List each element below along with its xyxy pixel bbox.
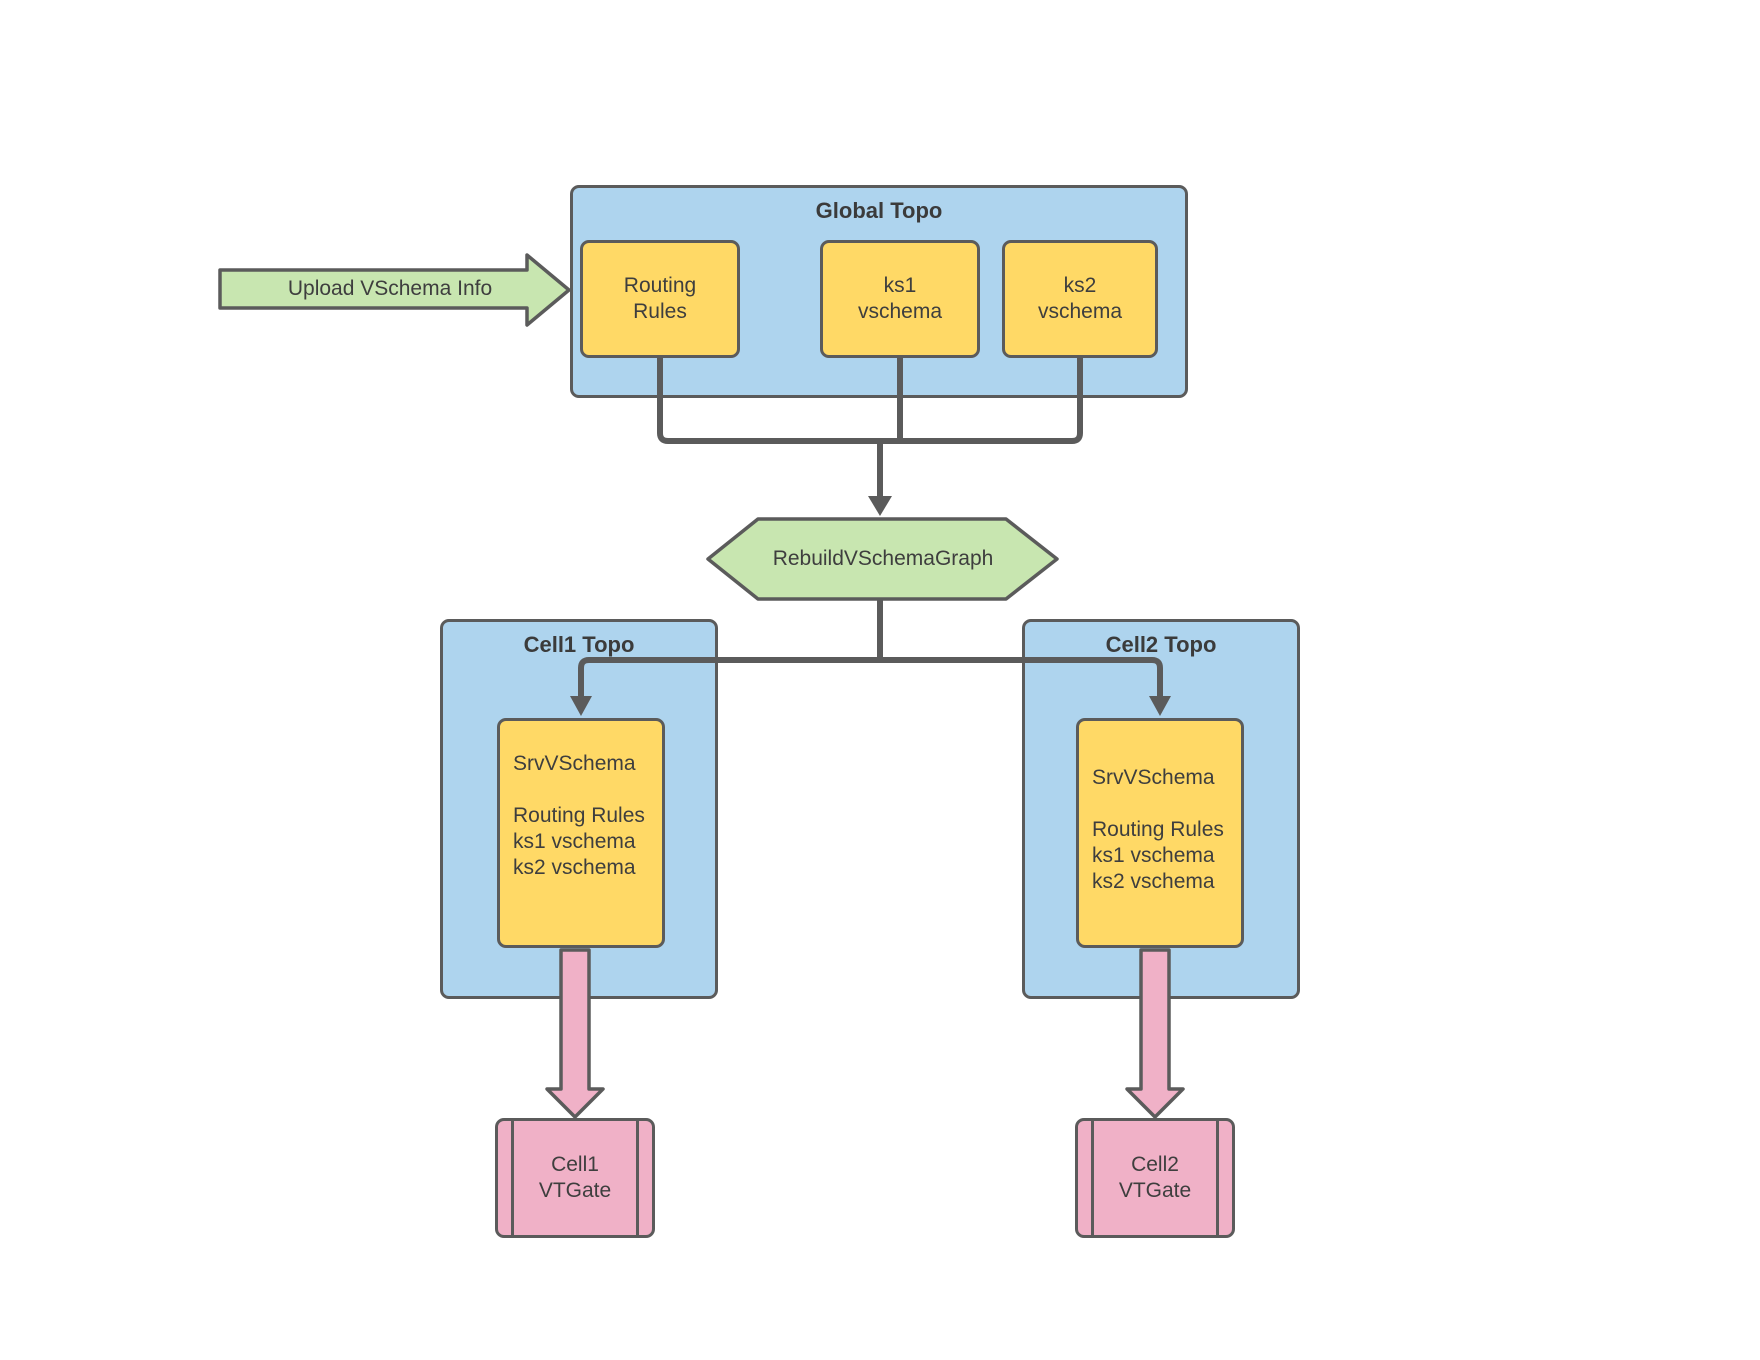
- cell2-srv-line1: SrvVSchema: [1092, 766, 1215, 789]
- vtgate2-right-stripe: [1216, 1121, 1219, 1235]
- vtgate1-right-stripe: [636, 1121, 639, 1235]
- vtgate1-left-stripe: [511, 1121, 514, 1235]
- cell1-srvvschema-box: SrvVSchema Routing Rules ks1 vschema ks2…: [497, 718, 665, 948]
- cell1-srv-line2: [513, 777, 656, 803]
- upload-arrow-label: Upload VSchema Info: [287, 277, 493, 300]
- cell1-srv-line1: SrvVSchema: [513, 752, 636, 775]
- cell2-srv-line2: [1092, 791, 1235, 817]
- cell2-srv-line5: ks2 vschema: [1092, 870, 1215, 893]
- cell2-srvvschema-box: SrvVSchema Routing Rules ks1 vschema ks2…: [1076, 718, 1244, 948]
- cell2-srv-line4: ks1 vschema: [1092, 844, 1215, 867]
- cell2-srv-line3: Routing Rules: [1092, 818, 1224, 841]
- vtgate2-left-stripe: [1091, 1121, 1094, 1235]
- cell1-vtgate-box: Cell1 VTGate: [495, 1118, 655, 1238]
- cell1-vtgate-label: Cell1 VTGate: [539, 1152, 611, 1204]
- cell1-vtgate-line2: VTGate: [538, 1179, 612, 1202]
- cell1-vtgate-line1: Cell1: [551, 1153, 599, 1176]
- routing-rules-box: Routing Rules: [580, 240, 740, 358]
- global-topo-title: Global Topo: [815, 198, 943, 223]
- ks1-vschema-box: ks1 vschema: [820, 240, 980, 358]
- ks1-line2: vschema: [857, 300, 943, 323]
- ks2-vschema-box: ks2 vschema: [1002, 240, 1158, 358]
- ks1-line1: ks1: [883, 274, 917, 297]
- cell1-srv-line3: Routing Rules: [513, 804, 645, 827]
- cell2-vtgate-line2: VTGate: [1118, 1179, 1192, 1202]
- cell1-srv-line5: ks2 vschema: [513, 856, 636, 879]
- ks2-line2: vschema: [1037, 300, 1123, 323]
- cell2-vtgate-label: Cell2 VTGate: [1119, 1152, 1191, 1204]
- cell1-srv-line4: ks1 vschema: [513, 830, 636, 853]
- rebuild-hexagon-label: RebuildVSchemaGraph: [772, 547, 994, 570]
- cell2-topo-title: Cell2 Topo: [1105, 632, 1217, 657]
- routing-rules-line2: Rules: [633, 300, 687, 323]
- cell2-vtgate-box: Cell2 VTGate: [1075, 1118, 1235, 1238]
- ks2-line1: ks2: [1063, 274, 1097, 297]
- routing-rules-line1: Routing: [623, 274, 697, 297]
- cell1-topo-title: Cell1 Topo: [523, 632, 635, 657]
- cell2-vtgate-line1: Cell2: [1131, 1153, 1179, 1176]
- arrowhead-into-hexagon: [868, 496, 892, 516]
